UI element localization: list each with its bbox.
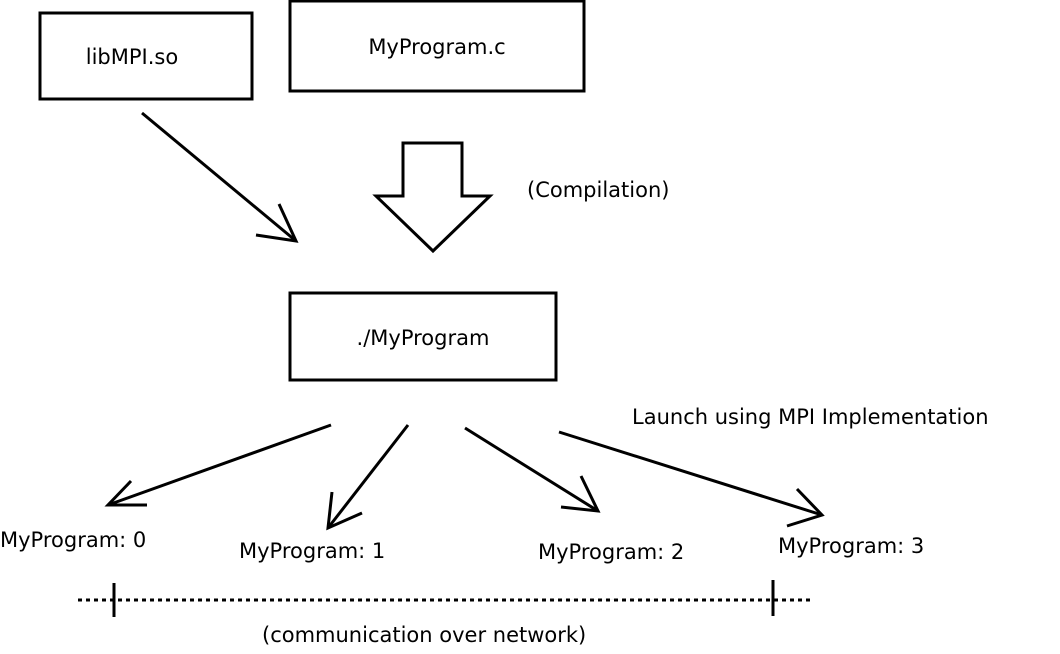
library-box [38, 11, 254, 101]
launch-arrow-1 [326, 424, 410, 531]
library-label: libMPI.so [86, 45, 178, 69]
compilation-label: (Compilation) [527, 178, 669, 202]
compilation-arrow-icon [372, 141, 494, 254]
network-line [78, 580, 810, 617]
launch-arrow-2 [464, 426, 601, 513]
executable-node: ./MyProgram [288, 291, 558, 382]
library-node: libMPI.so [38, 11, 254, 101]
launch-arrow-3 [558, 430, 825, 528]
process-label-2: MyProgram: 2 [538, 540, 684, 564]
process-label-0: MyProgram: 0 [0, 528, 146, 552]
source-box [288, 0, 586, 93]
source-node: MyProgram.c [288, 0, 586, 93]
process-label-1: MyProgram: 1 [239, 539, 385, 563]
launch-arrow-0 [104, 423, 332, 507]
launch-label: Launch using MPI Implementation [632, 405, 989, 429]
executable-label: ./MyProgram [357, 326, 490, 350]
source-label: MyProgram.c [368, 35, 505, 59]
process-label-3: MyProgram: 3 [778, 534, 924, 558]
link-arrow [141, 111, 299, 243]
executable-box [288, 291, 558, 382]
network-label: (communication over network) [262, 623, 586, 647]
